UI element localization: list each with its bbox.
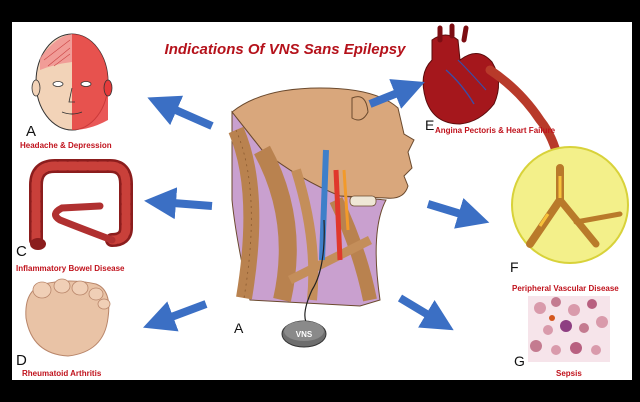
vessel-illustration [512, 147, 628, 263]
indication-letter-f: F [510, 259, 519, 275]
indication-label-arthritis: Rheumatoid Arthritis [22, 369, 102, 378]
arrow-to-ibd [160, 202, 212, 206]
indication-label-ibd: Inflammatory Bowel Disease [16, 264, 125, 273]
indication-letter-g: G [514, 353, 525, 369]
indication-letter-e: E [425, 117, 434, 133]
indication-letter-a: A [26, 123, 36, 140]
indication-letter-c: C [16, 243, 27, 260]
center-letter-a: A [234, 320, 244, 336]
indication-label-angina: Angina Pectoris & Heart Failure [435, 126, 556, 135]
vns-device-label: VNS [296, 330, 313, 339]
indication-label-headache: Headache & Depression [20, 141, 112, 150]
indication-label-pvd: Peripheral Vascular Disease [512, 284, 619, 293]
diagram-title: Indications Of VNS Sans Epilepsy [165, 41, 407, 58]
indication-label-sepsis: Sepsis [556, 369, 582, 378]
indication-letter-d: D [16, 352, 27, 369]
blood-smear-illustration [528, 296, 610, 362]
